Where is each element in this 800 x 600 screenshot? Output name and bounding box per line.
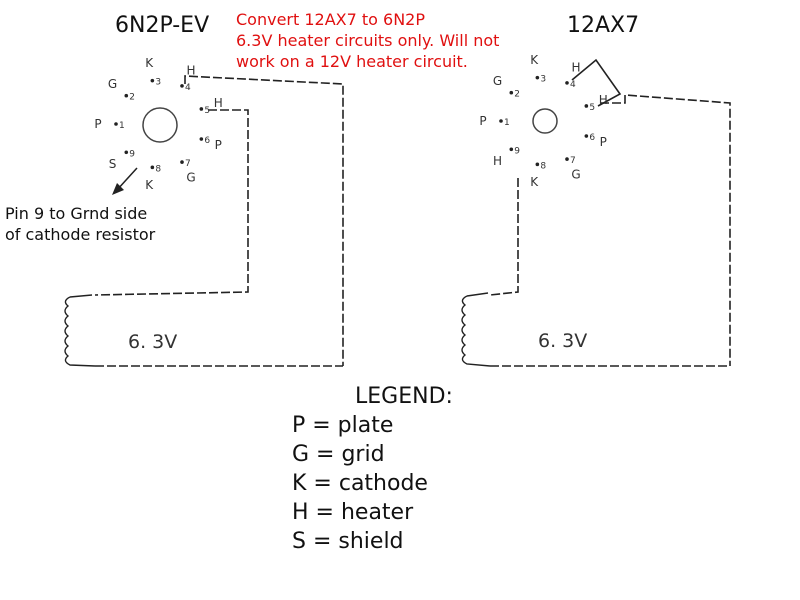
pin-dot: [509, 90, 514, 95]
legend-item: P = plate: [292, 413, 394, 438]
pin-dot: [584, 104, 589, 108]
right-heater-jumper: [571, 58, 622, 107]
right-tube-title: 12AX7: [567, 13, 640, 38]
pin-letter: K: [530, 53, 539, 67]
pin-letter: H: [599, 93, 608, 107]
pin-number: 8: [155, 164, 161, 174]
pin-number: 1: [119, 121, 125, 131]
right-voltage-label: 6. 3V: [538, 330, 587, 352]
pin-letter: G: [186, 171, 195, 185]
pin-letter: P: [94, 117, 101, 131]
pin-letter: H: [214, 96, 223, 110]
note-line-3: work on a 12V heater circuit.: [236, 52, 468, 71]
pin-letter: K: [145, 56, 154, 70]
pin-letter: K: [530, 175, 539, 189]
pin-dot: [584, 134, 589, 138]
pin-letter: G: [571, 168, 580, 182]
pin-dot: [150, 78, 155, 83]
note-line-2: 6.3V heater circuits only. Will not: [236, 31, 500, 50]
left-socket-center-hole: [142, 107, 178, 143]
pin-dot: [199, 107, 204, 111]
pin-number: 7: [185, 159, 191, 169]
left-tube-title: 6N2P-EV: [115, 13, 210, 38]
pin-dot: [180, 160, 184, 164]
pin-number: 7: [570, 156, 576, 166]
pin9-note-line-1: Pin 9 to Grnd side: [5, 204, 148, 223]
pin-dot: [509, 147, 514, 152]
pin-dot: [150, 165, 155, 170]
left-heater-wiring: [94, 75, 344, 367]
pin-number: 2: [514, 90, 520, 100]
pin-number: 6: [204, 136, 210, 146]
legend-heading: LEGEND:: [355, 384, 453, 409]
pin-number: 9: [129, 149, 135, 159]
pin-number: 1: [504, 118, 510, 128]
pin-dot: [124, 93, 129, 98]
conversion-note: Convert 12AX7 to 6N2P 6.3V heater circui…: [236, 9, 499, 72]
left-heater-coil: [64, 294, 96, 367]
pin-letter: G: [108, 77, 117, 91]
pin-number: 8: [540, 161, 546, 171]
pin-number: 5: [204, 106, 210, 116]
pin9-note: Pin 9 to Grnd side of cathode resistor: [5, 203, 155, 245]
pin-letter: H: [186, 63, 195, 77]
pin-letter: K: [145, 178, 154, 192]
pin-number: 3: [540, 75, 546, 85]
pin-letter: H: [493, 154, 502, 168]
pin-dot: [124, 150, 129, 155]
pin-dot: [535, 162, 540, 167]
pin-letter: H: [571, 60, 580, 74]
pin-number: 5: [589, 103, 595, 113]
pin-dot: [114, 122, 118, 126]
pin-dot: [180, 84, 184, 88]
pin-letter: P: [215, 138, 222, 152]
pin-dot: [499, 119, 503, 123]
legend-item: H = heater: [292, 500, 414, 525]
pin9-note-line-2: of cathode resistor: [5, 225, 156, 244]
pin-number: 4: [570, 80, 576, 90]
pin-letter: P: [479, 114, 486, 128]
pin-number: 6: [589, 133, 595, 143]
pin-number: 2: [129, 93, 135, 103]
pin-dot: [199, 137, 204, 141]
pin-letter: P: [600, 135, 607, 149]
pin-letter: G: [493, 74, 502, 88]
pin-dot: [535, 75, 540, 80]
legend-item: K = cathode: [292, 471, 428, 496]
right-heater-coil: [461, 292, 491, 367]
left-shield-arrowhead: [112, 183, 124, 195]
pin-number: 3: [155, 78, 161, 88]
legend-item: S = shield: [292, 529, 404, 554]
pin-number: 9: [514, 146, 520, 156]
legend-item: G = grid: [292, 442, 385, 467]
left-voltage-label: 6. 3V: [128, 331, 177, 353]
note-line-1: Convert 12AX7 to 6N2P: [236, 10, 426, 29]
pin-number: 4: [185, 83, 191, 93]
left-shield-arrow: [116, 167, 138, 191]
legend: LEGEND: P = plate G = grid K = cathode H…: [292, 382, 453, 556]
right-heater-wiring: [489, 94, 731, 367]
pin-dot: [565, 81, 569, 85]
pin-dot: [565, 157, 569, 161]
pin-letter: S: [109, 157, 117, 171]
right-socket-center-hole: [532, 108, 558, 134]
